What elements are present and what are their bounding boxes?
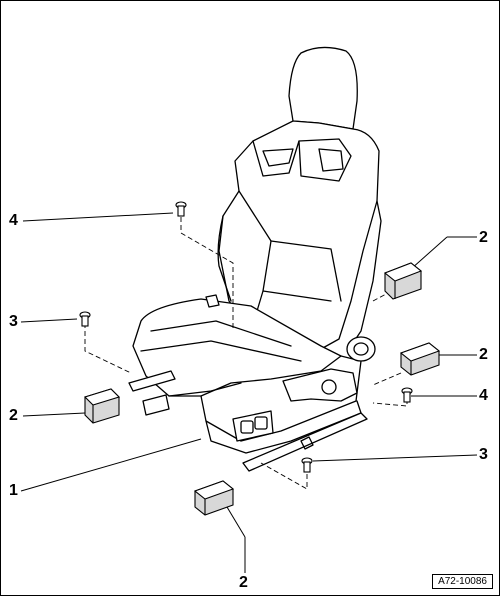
callout-bolt-right: 4 (479, 387, 488, 404)
figure-id-label: A72-10086 (432, 574, 493, 589)
seat-rail (242, 412, 368, 472)
guide-clip-icon (193, 480, 235, 516)
recline-knob (346, 336, 376, 362)
bolt-icon (175, 201, 187, 217)
callout-guide-bottom: 2 (239, 574, 248, 591)
callout-guide-left: 2 (9, 407, 18, 424)
seat-cushion (132, 298, 342, 397)
bolt-icon (301, 457, 313, 473)
callout-guide-mid-right: 2 (479, 346, 488, 363)
callout-guide-top-right: 2 (479, 229, 488, 246)
seat-headrest (288, 46, 358, 130)
bolt-icon (401, 387, 413, 403)
guide-clip-icon (383, 262, 423, 300)
guide-clip-icon (83, 388, 121, 424)
callout-bolt-upper-left: 4 (9, 212, 18, 229)
callout-bolt-left: 3 (9, 313, 18, 330)
callout-seat: 1 (9, 482, 18, 499)
bolt-icon (79, 311, 91, 327)
guide-clip-icon (399, 342, 441, 376)
callout-bolt-bottom-right: 3 (479, 446, 488, 463)
